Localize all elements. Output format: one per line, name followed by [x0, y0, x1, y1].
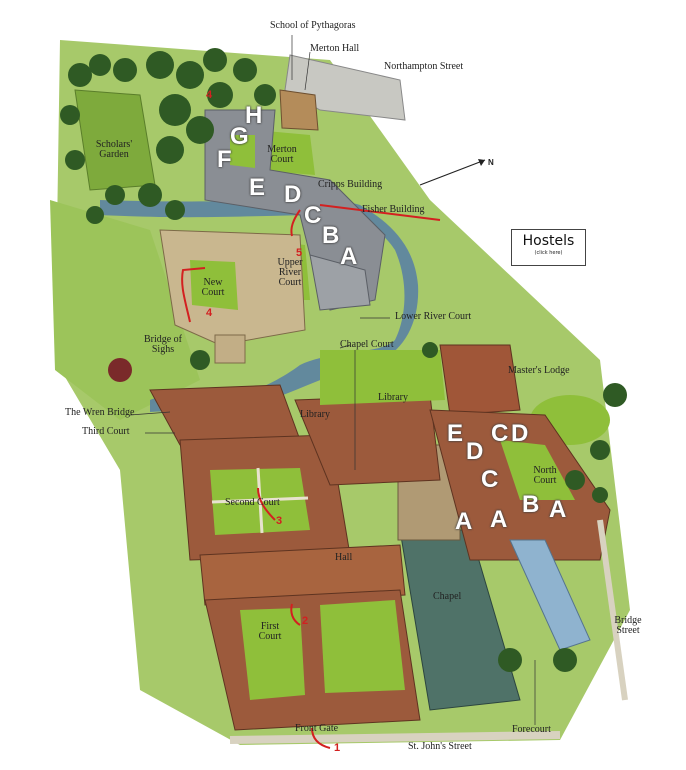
route-number: 4: [206, 307, 213, 319]
st-johns-street-label: St. John's Street: [408, 741, 472, 752]
new-court-label: New Court: [201, 277, 225, 298]
north-court-label: North Court: [533, 465, 557, 486]
third-court-label: Third Court: [82, 426, 130, 437]
lower-river-court: [309, 254, 371, 311]
fisher-building-label: Fisher Building: [362, 204, 425, 215]
scholars-garden-label: Scholars' Garden: [95, 139, 133, 160]
staircase-letter: A: [455, 508, 473, 535]
north-court-lawn: [500, 440, 575, 500]
bridge-street-road: [597, 519, 628, 701]
first-court-lawn: [240, 608, 305, 700]
route-number: 1: [334, 742, 341, 754]
lower-river-court-label: Lower River Court: [395, 311, 472, 322]
forecourt-pool: [509, 539, 591, 651]
library-right-label: Library: [378, 392, 408, 403]
staircase-letter: A: [340, 243, 358, 270]
second-court-label: Second Court: [225, 497, 280, 508]
staircase-letter: C: [481, 466, 499, 493]
staircase-letter: E: [249, 174, 266, 201]
backs-field: [50, 200, 200, 420]
merton-hall-label: Merton Hall: [310, 43, 360, 54]
masters-lodge-label: Master's Lodge: [508, 365, 570, 376]
staircase-letter: D: [466, 438, 484, 465]
bridge-street-label: Bridge Street: [614, 615, 642, 636]
hall-building: [199, 544, 406, 606]
north-indicator: N: [488, 158, 494, 167]
northampton-street-label: Northampton Street: [384, 61, 464, 72]
hostels-subtitle: (click here): [534, 250, 563, 256]
staircase-letter: D: [284, 181, 302, 208]
staircase-letter: C: [304, 202, 322, 229]
route-number: 4: [206, 89, 213, 101]
staircase-letter: A: [549, 496, 567, 523]
staircase-letter: E: [447, 420, 464, 447]
first-court-label: First Court: [258, 621, 282, 642]
staircase-letter: D: [511, 420, 529, 447]
north-arrow: [419, 159, 486, 186]
chapel-label: Chapel: [433, 591, 462, 602]
bridge-of-sighs-label: Bridge of Sighs: [143, 334, 183, 355]
tree-cluster-east: [422, 342, 627, 672]
staircase-letter: A: [490, 506, 508, 533]
merton-court-label: Merton Court: [267, 144, 297, 165]
upper-river-court-label: Upper River Court: [277, 257, 303, 288]
staircase-letter: G: [230, 123, 249, 150]
cripps-building-label: Cripps Building: [318, 179, 383, 190]
forecourt-label: Forecourt: [512, 724, 551, 735]
tree-cluster-north: [60, 48, 276, 382]
staircase-letter: H: [245, 102, 263, 129]
masters-lodge-building: [439, 344, 521, 416]
front-gate-label: Front Gate: [295, 723, 339, 734]
staircase-letter: B: [322, 222, 340, 249]
merton-hall-building: [279, 89, 319, 131]
wren-bridge-label: The Wren Bridge: [65, 407, 135, 418]
staircase-letter: B: [522, 491, 540, 518]
hostels-button[interactable]: Hostels (click here): [511, 229, 586, 266]
route-number: 3: [276, 515, 283, 527]
route-arrows: [181, 204, 441, 749]
hostels-title: Hostels: [522, 233, 575, 249]
route-number: 2: [302, 615, 309, 627]
library-left-label: Library: [300, 409, 330, 420]
bridge-of-sighs-shape: [214, 334, 246, 364]
school-of-pythagoras-label: School of Pythagoras: [270, 20, 356, 31]
chapel-court-lawn: [320, 350, 445, 405]
staircase-letter: F: [217, 146, 232, 173]
leader-lines: [129, 35, 536, 725]
chapel-court-label: Chapel Court: [340, 339, 394, 350]
cripps-inner-lawn: [230, 135, 255, 168]
first-court-lawn-2: [320, 600, 405, 693]
new-court-lawn: [190, 260, 238, 310]
route-number: 5: [296, 247, 303, 259]
hall-label: Hall: [335, 552, 353, 563]
st-johns-street-road: [229, 731, 561, 744]
staircase-letter: C: [491, 420, 509, 447]
